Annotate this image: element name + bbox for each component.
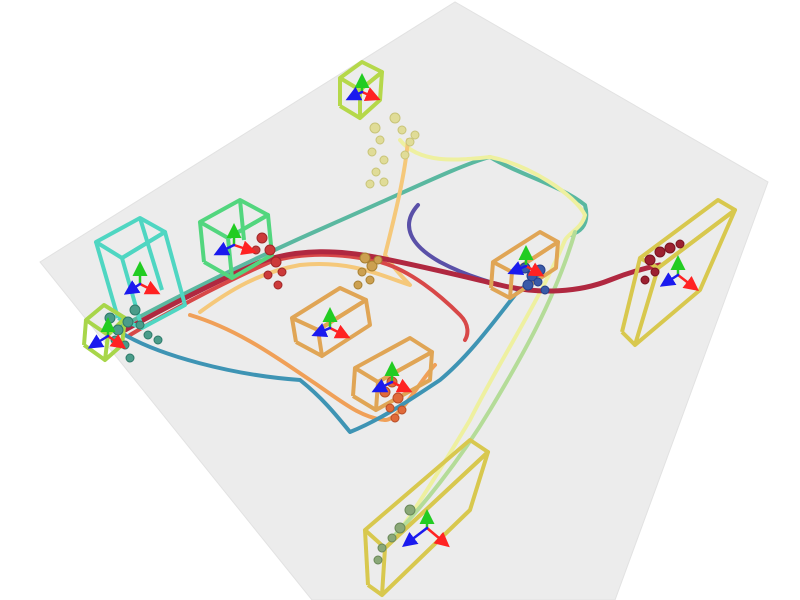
axes-gizmo-box-far-right (659, 255, 699, 292)
figure-center (353, 252, 383, 290)
trajectory-light-orange (198, 138, 412, 314)
box-center-left (290, 286, 372, 358)
axes-gizmo-box-top-center (345, 73, 381, 101)
trajectory-teal-green (113, 155, 589, 332)
box-center (351, 336, 434, 412)
axes-gizmo-box-center-right (507, 245, 545, 277)
trajectory-pale-yellow (398, 138, 587, 532)
axes-gizmo-small-box-left (87, 317, 127, 349)
figure-far-right (640, 239, 685, 285)
axes-gizmos (87, 73, 699, 548)
box-center-right (489, 230, 560, 300)
figure-bottom (373, 504, 416, 565)
axes-gizmo-box-center (371, 361, 413, 393)
box-bottom (363, 438, 490, 597)
floor-plane (39, 1, 769, 600)
axes-gizmo-box-bottom (402, 509, 450, 548)
figure-top-center (365, 112, 420, 189)
axes-gizmo-box-upper-left (213, 223, 257, 256)
axes-gizmo-box-center-left (311, 307, 351, 339)
axes-gizmo-tall-box-left (123, 261, 161, 295)
